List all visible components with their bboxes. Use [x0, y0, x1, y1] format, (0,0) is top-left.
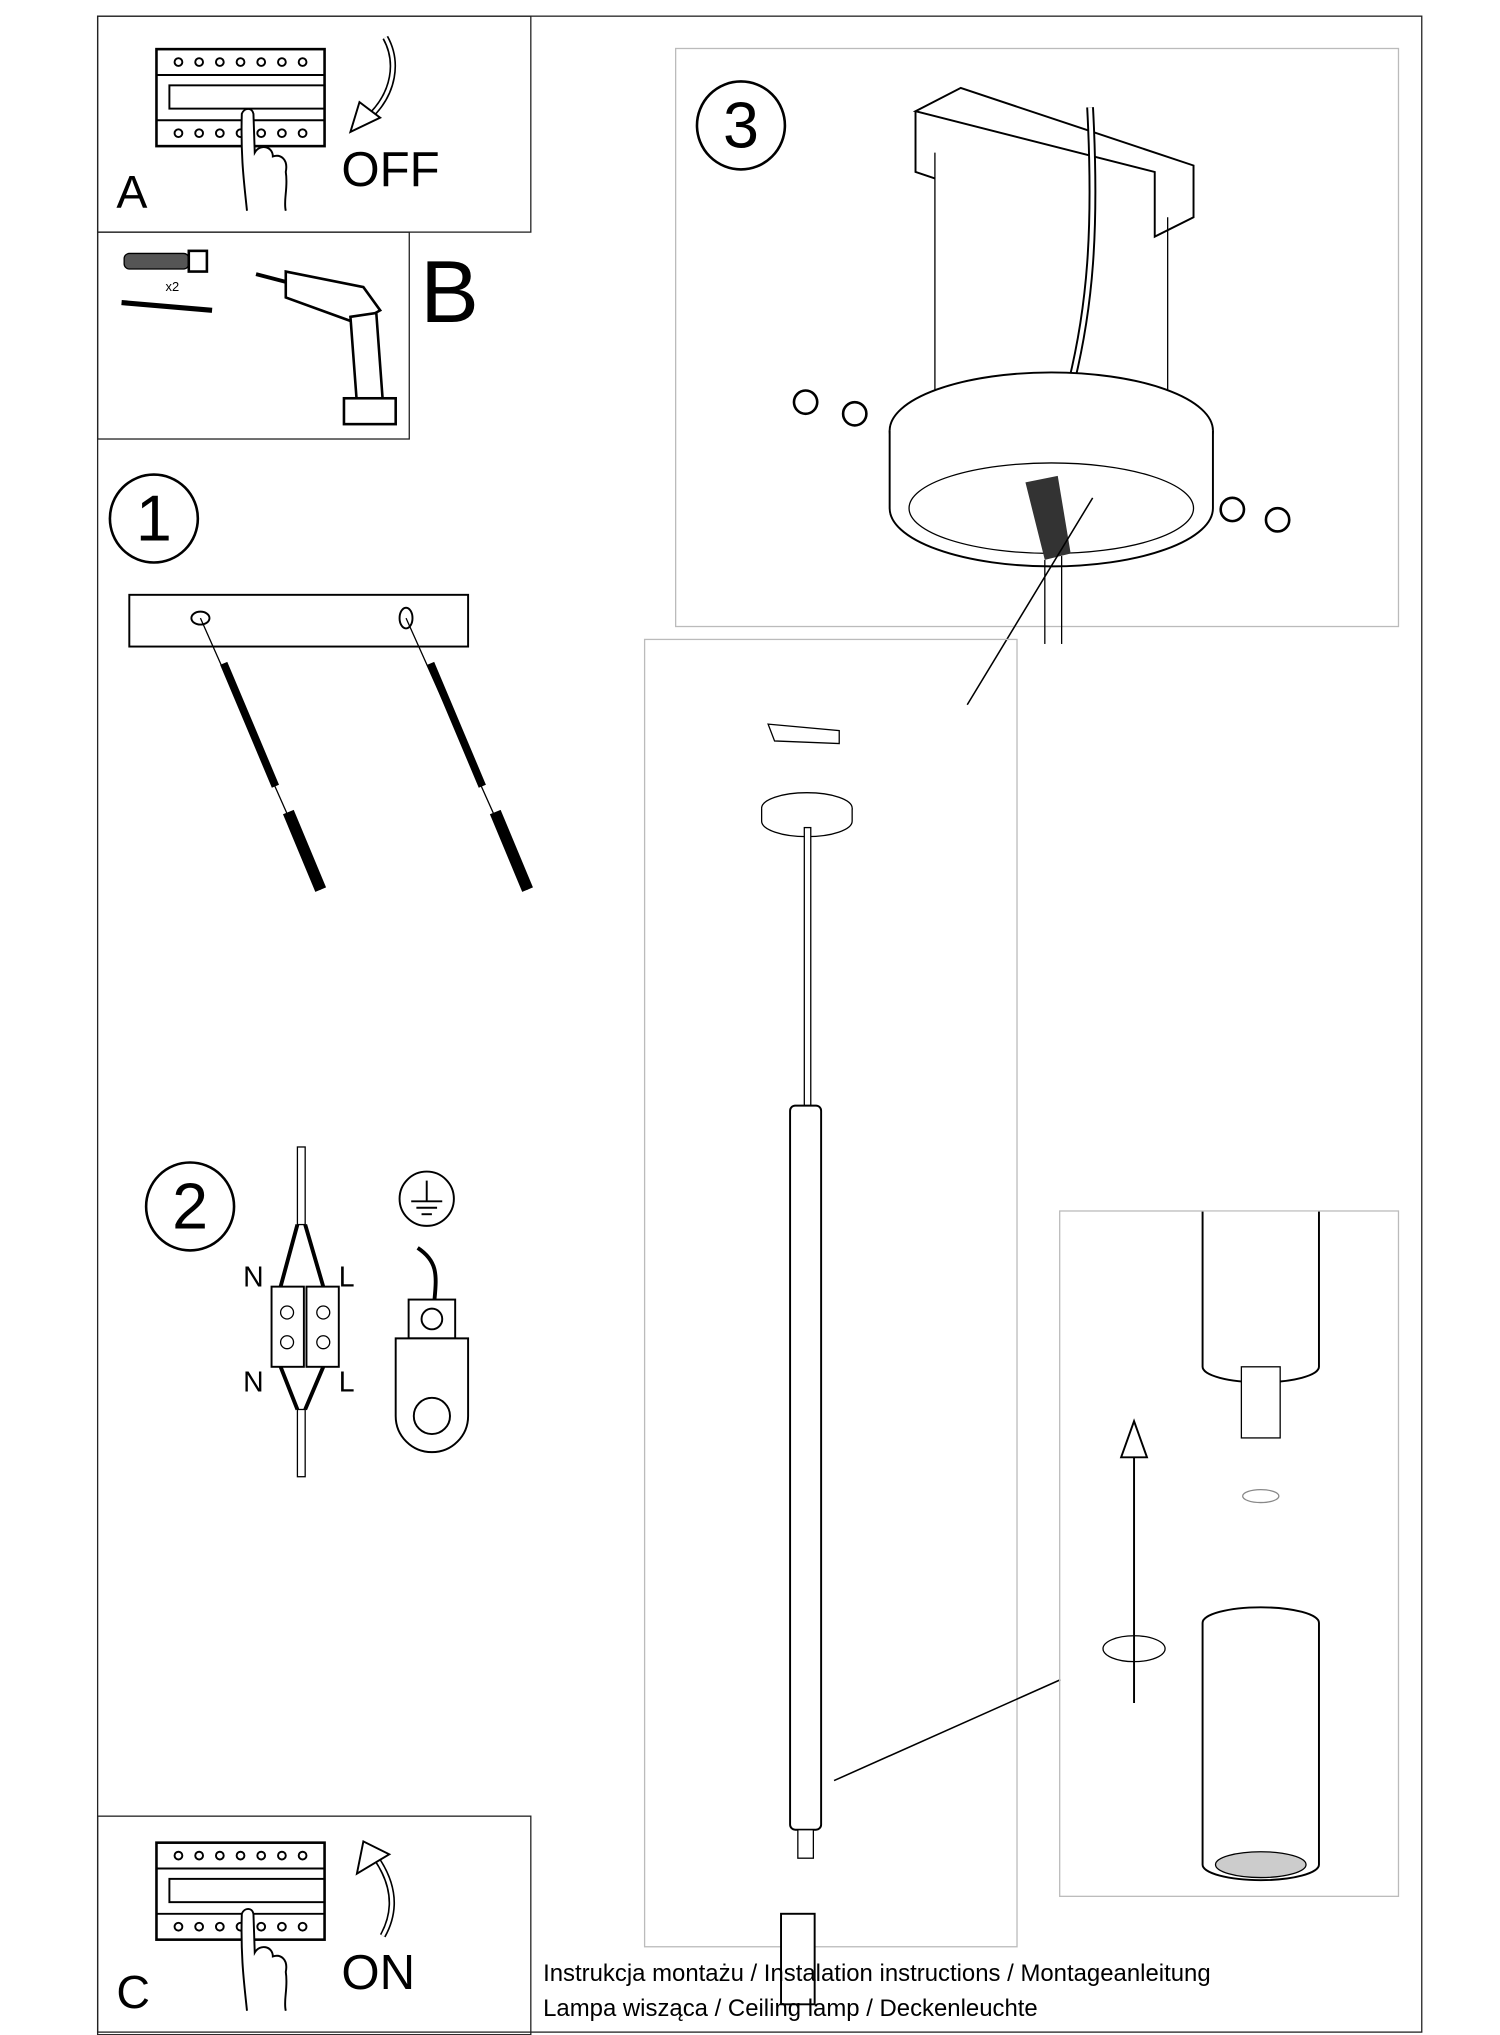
hand-icon [240, 107, 288, 212]
breaker-panel-icon [155, 1841, 326, 1941]
step-a-box: A OFF [96, 15, 532, 233]
step-c-letter: C [116, 1965, 150, 2019]
canopy-assembly-drawing [792, 86, 1291, 644]
drill-icon [255, 269, 397, 426]
quantity-label: x2 [165, 280, 180, 295]
step-c-box: C ON [96, 1815, 532, 2035]
mounting-bracket-drawing [128, 593, 533, 892]
ground-terminal-icon [394, 1170, 470, 1454]
step-b-letter: B [420, 243, 479, 342]
footer-title: Instrukcja montażu / Instalation instruc… [543, 1959, 1211, 1987]
wall-plug-icon [121, 249, 213, 313]
wire-label-l-bottom: L [338, 1365, 355, 1398]
hand-icon [240, 1907, 288, 2012]
wire-label-l-top: L [338, 1260, 355, 1294]
shade-detail-panel [1059, 1210, 1400, 1897]
wiring-terminal-drawing [270, 1146, 340, 1478]
callout-line [966, 497, 1094, 706]
step-2-number: 2 [144, 1161, 236, 1252]
wire-label-n-top: N [243, 1260, 264, 1294]
step-b-box: x2 [96, 231, 410, 440]
step-c-on-label: ON [341, 1946, 416, 2001]
lamp-overview-panel [643, 638, 1018, 2006]
detail-callout-line [833, 1679, 1061, 1782]
shade-attach-drawing [1102, 1211, 1320, 1882]
footer-subtitle: Lampa wisząca / Ceiling lamp / Deckenleu… [543, 1993, 1038, 2022]
step-a-letter: A [116, 165, 148, 219]
step-1-number: 1 [108, 473, 200, 564]
arrow-up-icon [355, 1839, 395, 1938]
breaker-panel-icon [155, 47, 326, 148]
pendant-lamp-drawing [760, 723, 853, 2006]
arrow-down-icon [348, 35, 396, 134]
step-3-number: 3 [695, 80, 787, 171]
step-a-off-label: OFF [341, 143, 440, 198]
step-3-panel: 3 [674, 47, 1400, 644]
wire-label-n-bottom: N [243, 1365, 264, 1398]
